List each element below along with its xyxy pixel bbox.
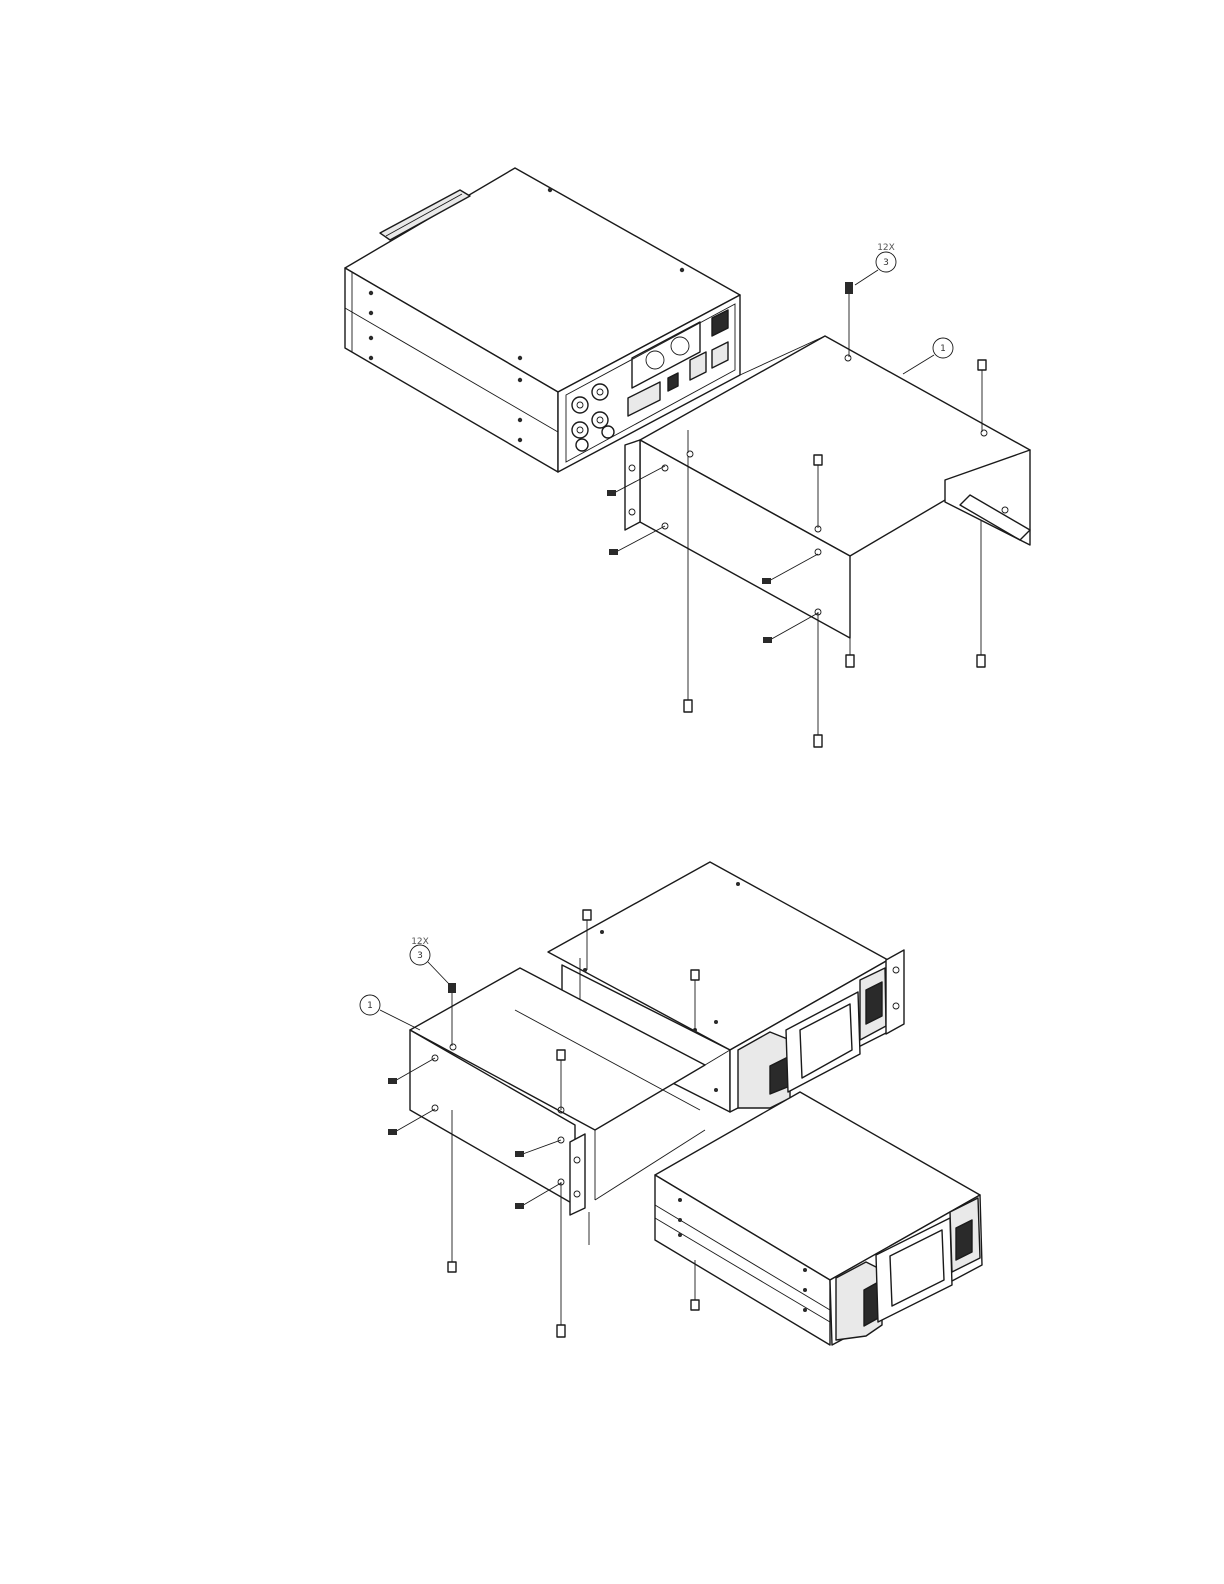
svg-text:1: 1 — [367, 1001, 373, 1011]
lower-callout-screw: 3 12X — [410, 937, 449, 984]
screw-icon — [448, 983, 456, 993]
screw-icon — [448, 1262, 456, 1272]
svg-text:3: 3 — [883, 258, 889, 268]
upper-exploded-view: 3 12X 1 — [345, 168, 1030, 747]
screw-icon — [684, 700, 692, 712]
screw-icon — [763, 637, 772, 643]
svg-text:12X: 12X — [877, 243, 895, 253]
screw-icon — [762, 578, 771, 584]
lower-exploded-view: 3 12X 1 — [360, 862, 982, 1345]
svg-text:3: 3 — [417, 951, 423, 961]
screw-icon — [607, 490, 616, 496]
upper-callout-bracket: 1 — [903, 338, 953, 374]
screw-icon — [814, 735, 822, 747]
svg-text:12X: 12X — [411, 937, 429, 947]
screw-icon — [515, 1151, 524, 1157]
screw-icon — [515, 1203, 524, 1209]
lower-callout-bracket: 1 — [360, 995, 420, 1030]
screw-icon — [388, 1078, 397, 1084]
screw-icon — [691, 1300, 699, 1310]
screw-icon — [845, 282, 853, 294]
screw-icon — [846, 655, 854, 667]
screw-icon — [978, 360, 986, 370]
screw-icon — [557, 1050, 565, 1060]
screw-icon — [609, 549, 618, 555]
screw-icon — [691, 970, 699, 980]
svg-text:1: 1 — [940, 344, 946, 354]
screw-icon — [583, 910, 591, 920]
upper-callout-screw: 3 12X — [855, 243, 896, 285]
lower-rack-unit-bottom — [655, 1092, 982, 1345]
screw-icon — [977, 655, 985, 667]
screw-icon — [557, 1325, 565, 1337]
screw-icon — [814, 455, 822, 465]
screw-icon — [388, 1129, 397, 1135]
